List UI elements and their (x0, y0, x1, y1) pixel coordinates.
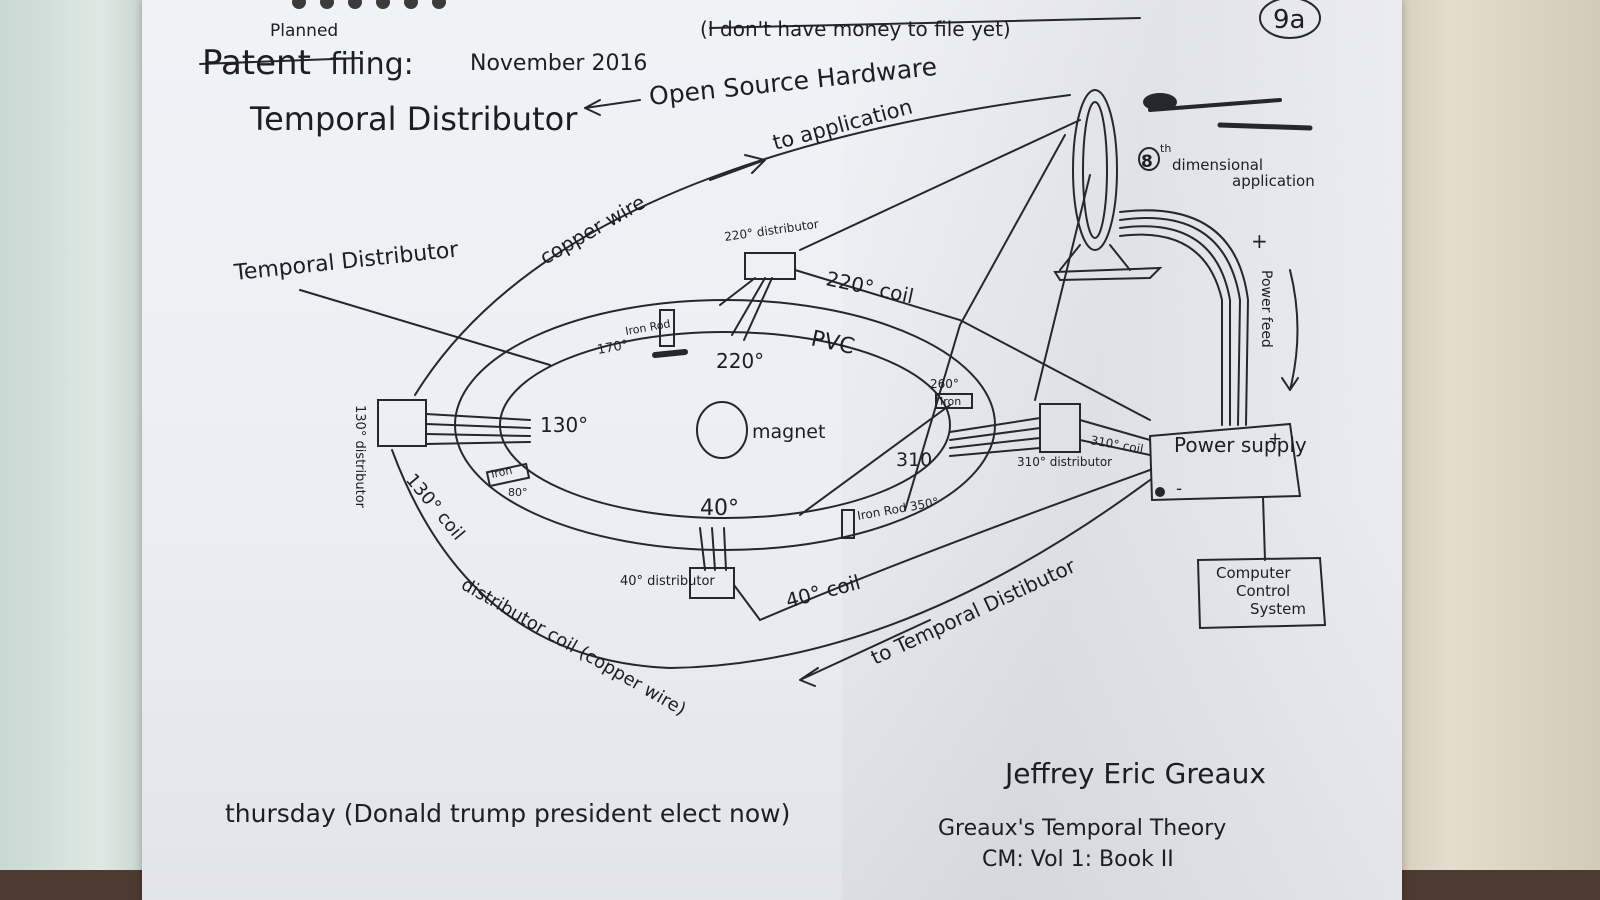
author-name: Jeffrey Eric Greaux (1003, 757, 1266, 790)
power-feed-cable-4 (1119, 233, 1223, 426)
iron-rod-350 (841, 509, 855, 539)
degree-80-label: 80° (508, 486, 528, 499)
volume-label: CM: Vol 1: Book II (982, 847, 1174, 872)
to-temporal-distributor-label: to Temporal Distibutor (867, 553, 1080, 669)
power-feed-cable-2 (1119, 209, 1250, 426)
computer-control-box (1196, 556, 1327, 630)
temporal-distributor-label: Temporal Distributor (232, 237, 460, 286)
scribble-blob (1143, 93, 1177, 111)
coil-310-wires (949, 417, 1041, 457)
copper-wire-arc (414, 94, 1071, 396)
iron-rod-350-label: Iron Rod 350° (856, 495, 940, 523)
coil-130-label: 130° coil (401, 470, 469, 545)
dimensional-application-ring-inner (1082, 101, 1108, 239)
degree-220-label: 220° (716, 349, 764, 373)
coil-220-wires (719, 277, 773, 341)
iron-260-box (935, 393, 973, 409)
no-money-note: (I don't have money to file yet) (700, 17, 1011, 41)
power-feed-label: Power feed (1258, 270, 1274, 348)
eight-circle (1138, 147, 1160, 171)
page-number: 9a (1273, 5, 1305, 35)
coil-40-label: 40° coil (783, 570, 863, 613)
power-label: Power supply (1174, 433, 1307, 457)
computer-label-1: Computer (1216, 564, 1291, 582)
filing-date: November 2016 (470, 51, 647, 76)
coil-40-lead (733, 469, 1151, 622)
pvc-label: PVC (809, 326, 857, 360)
coil-130-wires (425, 413, 531, 445)
power-feed-cable-3 (1119, 225, 1231, 426)
power-supply-minus: - (1176, 479, 1182, 499)
planned-label: Planned (270, 21, 338, 41)
plus-label: + (1251, 229, 1268, 253)
ring-chord (799, 404, 951, 516)
coil-220-lead (794, 269, 1151, 421)
distributor-130-label: 130° distributor (352, 405, 367, 509)
device-wire-2 (799, 119, 1081, 251)
no-money-strikethrough (709, 17, 1141, 29)
to-application-arrow (709, 154, 766, 181)
iron-260-label: Iron (940, 395, 961, 408)
open-source-arrow (584, 99, 641, 109)
dimensional-application-ring (1072, 89, 1118, 251)
iron-rod-170-mark (652, 349, 688, 358)
application-label: application (1232, 172, 1315, 190)
degree-170-label: 170° (596, 338, 629, 358)
blanket-background (0, 0, 170, 900)
power-supply-box (1148, 422, 1302, 502)
page-number-circle (1259, 0, 1321, 39)
device-wire-1 (904, 134, 1066, 511)
distributor-40-box (689, 567, 735, 599)
distributor-130-box (377, 399, 427, 447)
eight-label: 8 (1141, 152, 1153, 172)
eight-superscript: th (1160, 142, 1171, 155)
distributor-coil-arc (391, 449, 1151, 670)
iron-rod-170 (659, 309, 675, 347)
patent-label: Patent (202, 43, 311, 83)
diagram-title: Temporal Distributor (249, 100, 578, 138)
degree-310-label: 310 (896, 449, 932, 471)
coil-40-wires (699, 527, 727, 571)
to-temporal-arrow (799, 619, 931, 687)
degree-260-label: 260° (930, 377, 959, 391)
copper-wire-label: copper wire (536, 190, 650, 270)
distributor-coil-label: distributor coil (copper wire) (458, 574, 690, 720)
computer-label-2: Control (1236, 582, 1290, 600)
computer-label-3: System (1250, 600, 1306, 618)
iron-80-box (485, 462, 531, 488)
temporal-distributor-pointer (299, 289, 551, 366)
coil-310-lead (1079, 419, 1151, 456)
distributor-220-label: 220° distributor (723, 217, 819, 244)
power-to-computer-line (1262, 496, 1266, 561)
patent-strikethrough (199, 57, 361, 65)
scribble-2 (1217, 122, 1313, 131)
open-source-arrowhead (584, 99, 601, 116)
power-supply-terminal (1155, 487, 1165, 497)
distributor-40-label: 40° distributor (620, 574, 715, 589)
degree-130-label: 130° (540, 413, 588, 437)
theory-title: Greaux's Temporal Theory (938, 816, 1226, 841)
distributor-310-box (1039, 403, 1081, 453)
magnet-shape (696, 401, 748, 459)
power-supply-plus: + (1268, 429, 1282, 449)
pvc-ring-inner (499, 331, 951, 519)
device-wire-3 (1034, 174, 1091, 401)
coil-220-label: 220° coil (824, 266, 916, 308)
spiral-binding (292, 0, 460, 13)
filing-label: filing: (330, 47, 414, 82)
thursday-note: thursday (Donald trump president elect n… (225, 799, 790, 828)
dimensional-label: dimensional (1172, 156, 1263, 174)
distributor-310-label: 310° distributor (1017, 455, 1112, 469)
degree-40-label: 40° (700, 496, 739, 521)
power-feed-arrow (1281, 269, 1299, 391)
distributor-220-box (744, 252, 796, 280)
power-feed-cable-1 (1119, 216, 1242, 426)
magnet-label: magnet (752, 421, 825, 443)
iron-80-label: Iron (490, 464, 513, 481)
